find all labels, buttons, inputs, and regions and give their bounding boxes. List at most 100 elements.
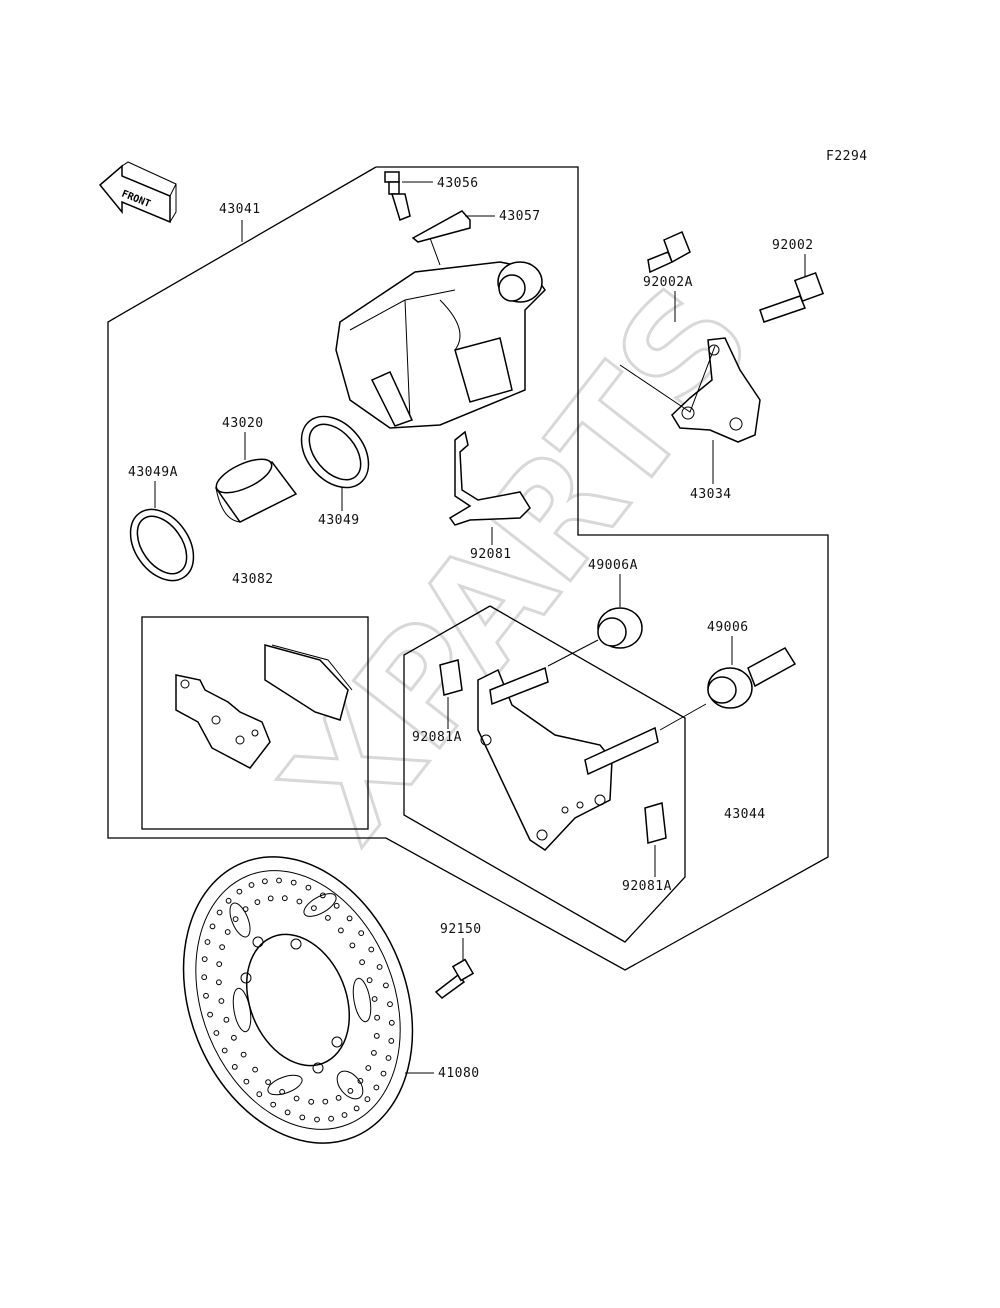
disc-vent-hole bbox=[373, 1033, 380, 1039]
figure-code: F2294 bbox=[826, 149, 868, 164]
disc-vent-hole bbox=[262, 878, 268, 885]
disc-vent-hole bbox=[322, 1098, 329, 1105]
disc-vent-hole bbox=[368, 946, 375, 953]
caliper-assembly-outline bbox=[107, 166, 829, 971]
pad-clip-top bbox=[439, 659, 463, 696]
dust-seal bbox=[129, 508, 195, 582]
disc-vent-hole bbox=[341, 1112, 348, 1118]
bracket-assembly-outline bbox=[403, 605, 686, 943]
front-arrow-icon: FRONT bbox=[98, 161, 177, 224]
disc-vent-hole bbox=[325, 915, 331, 921]
disc-vent-hole bbox=[365, 1065, 372, 1071]
label-43049: 43049 bbox=[318, 513, 360, 528]
disc-vent-hole bbox=[203, 992, 209, 999]
bolt-92002 bbox=[759, 271, 825, 323]
label-49006A: 49006A bbox=[588, 558, 638, 573]
disc-vent-hole bbox=[388, 1019, 395, 1026]
bolt-92002A bbox=[647, 230, 691, 274]
label-43056: 43056 bbox=[437, 176, 479, 191]
disc-vent-hole bbox=[218, 998, 225, 1004]
disc-vent-hole bbox=[216, 979, 222, 986]
disc-vent-hole bbox=[376, 964, 383, 970]
disc-vent-hole bbox=[314, 1116, 320, 1123]
disc-vent-hole bbox=[201, 956, 208, 962]
disc-vent-hole bbox=[223, 1016, 230, 1023]
pad-clip-bottom bbox=[644, 802, 667, 844]
disc-vent-hole bbox=[373, 1084, 380, 1091]
disc-vent-hole bbox=[349, 942, 356, 949]
disc-vent-hole bbox=[308, 1098, 315, 1105]
disc-vent-hole bbox=[207, 1011, 214, 1018]
piston bbox=[214, 458, 298, 523]
disc-vent-hole bbox=[213, 1030, 220, 1036]
label-43044: 43044 bbox=[724, 807, 766, 822]
label-41080: 41080 bbox=[438, 1066, 480, 1081]
disc-vent-hole bbox=[276, 877, 282, 884]
caliper-support-bracket bbox=[477, 666, 659, 851]
label-49006: 49006 bbox=[707, 620, 749, 635]
disc-vent-hole bbox=[335, 1095, 342, 1101]
disc-vent-hole bbox=[284, 1109, 291, 1116]
disc-vent-hole bbox=[254, 899, 261, 905]
disc-vent-hole bbox=[243, 1078, 250, 1085]
disc-vent-hole bbox=[387, 1001, 393, 1008]
disc-vent-hole bbox=[204, 939, 211, 945]
label-92002: 92002 bbox=[772, 238, 814, 253]
label-92081A-top: 92081A bbox=[412, 730, 462, 745]
disc-vent-hole bbox=[209, 923, 216, 930]
disc-vent-hole bbox=[338, 927, 344, 934]
label-43034: 43034 bbox=[690, 487, 732, 502]
disc-vent-hole bbox=[383, 982, 389, 989]
disc-vent-hole bbox=[328, 1115, 335, 1122]
brake-pad-set bbox=[175, 644, 353, 769]
disc-vent-hole bbox=[364, 1096, 371, 1103]
label-92150: 92150 bbox=[440, 922, 482, 937]
disc-vent-hole bbox=[311, 905, 317, 911]
boot-49006 bbox=[707, 647, 797, 709]
disc-vent-hole bbox=[232, 916, 239, 922]
disc-vent-hole bbox=[216, 961, 223, 967]
disc-vent-hole bbox=[353, 1105, 360, 1112]
disc-vent-hole bbox=[296, 898, 303, 905]
disc-vent-hole bbox=[240, 1051, 247, 1058]
disc-vent-hole bbox=[270, 1101, 277, 1108]
disc-vent-hole bbox=[252, 1066, 259, 1073]
piston-seal bbox=[300, 415, 370, 489]
disc-vent-hole bbox=[201, 974, 208, 981]
pad-spring bbox=[448, 430, 531, 526]
disc-vent-hole bbox=[347, 1088, 354, 1094]
label-43057: 43057 bbox=[499, 209, 541, 224]
disc-vent-hole bbox=[299, 1114, 306, 1121]
disc-vent-hole bbox=[236, 888, 243, 895]
label-43082: 43082 bbox=[232, 572, 274, 587]
disc-vent-hole bbox=[225, 897, 232, 904]
bleeder-cap bbox=[411, 210, 471, 243]
disc-vent-hole bbox=[219, 944, 226, 950]
disc-vent-hole bbox=[231, 1034, 237, 1041]
label-92081A-bottom: 92081A bbox=[622, 879, 672, 894]
disc-bolt bbox=[434, 958, 475, 999]
bleeder-valve bbox=[384, 171, 411, 221]
disc-vent-hole bbox=[221, 1047, 228, 1054]
disc-vent-hole bbox=[267, 895, 274, 902]
disc-vent-hole bbox=[290, 879, 297, 886]
label-43041: 43041 bbox=[219, 202, 261, 217]
disc-vent-hole bbox=[248, 882, 255, 888]
disc-vent-hole bbox=[371, 1050, 377, 1056]
disc-vent-hole bbox=[371, 996, 378, 1002]
disc-vent-hole bbox=[281, 895, 288, 902]
disc-vent-hole bbox=[359, 959, 366, 966]
disc-vent-hole bbox=[256, 1091, 263, 1098]
disc-vent-hole bbox=[358, 930, 365, 936]
label-92081: 92081 bbox=[470, 547, 512, 562]
disc-vent-hole bbox=[333, 902, 340, 909]
disc-vent-hole bbox=[346, 915, 353, 922]
label-43020: 43020 bbox=[222, 416, 264, 431]
caliper-bracket bbox=[671, 337, 761, 443]
label-92002A: 92002A bbox=[643, 275, 693, 290]
brake-pad-box bbox=[141, 616, 369, 830]
boot-49006A bbox=[597, 607, 643, 649]
disc-vent-hole bbox=[265, 1079, 272, 1085]
caliper-body bbox=[335, 261, 546, 429]
disc-vent-hole bbox=[385, 1055, 392, 1061]
